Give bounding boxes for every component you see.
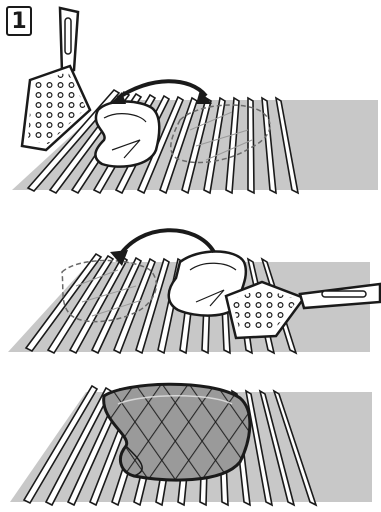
panel-3-grill-marks-result bbox=[10, 384, 372, 505]
steak-solid bbox=[95, 102, 159, 167]
flip-arrow-right bbox=[118, 81, 206, 98]
panel-1-grill-flip-right bbox=[12, 8, 378, 193]
panel-2-grill-flip-left bbox=[8, 230, 380, 353]
